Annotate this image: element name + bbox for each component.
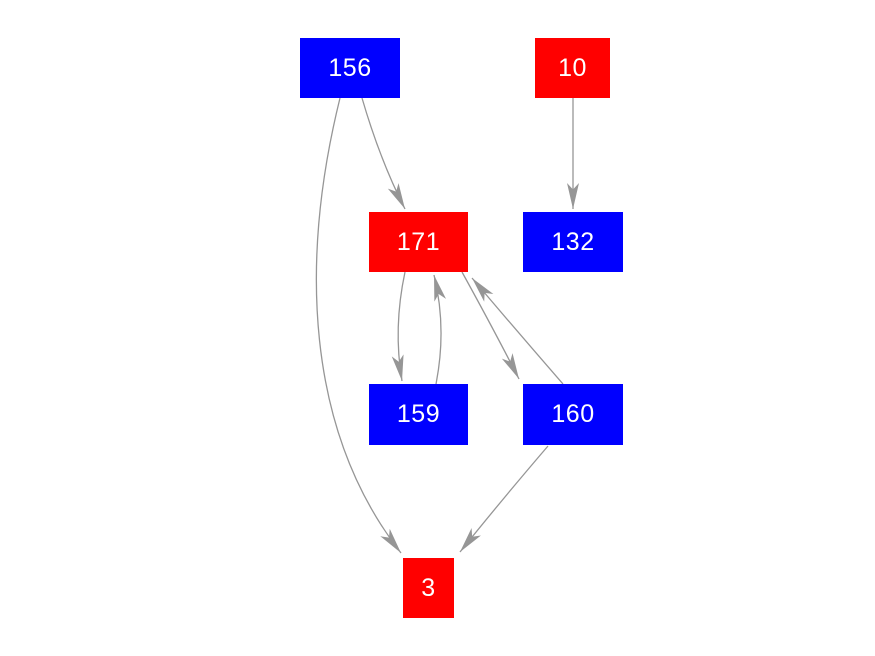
node-label: 160 — [551, 400, 595, 428]
edge-160-3 — [459, 445, 549, 553]
node-label: 159 — [396, 400, 441, 428]
node-132[interactable]: 132 — [523, 212, 623, 272]
node-label: 171 — [396, 227, 441, 256]
edge-171-160 — [461, 271, 520, 380]
node-label: 132 — [551, 227, 595, 256]
node-10[interactable]: 10 — [535, 38, 610, 98]
edge-159-171 — [433, 274, 447, 385]
node-label: 10 — [558, 53, 587, 82]
node-171[interactable]: 171 — [369, 212, 468, 272]
edge-group — [315, 97, 579, 554]
edge-156-171 — [361, 97, 406, 210]
edge-171-159 — [391, 271, 406, 382]
node-label: 3 — [421, 573, 436, 602]
node-159[interactable]: 159 — [369, 384, 468, 445]
node-156[interactable]: 156 — [300, 38, 400, 98]
node-3[interactable]: 3 — [403, 558, 454, 618]
node-160[interactable]: 160 — [523, 384, 623, 445]
edge-160-171 — [471, 277, 564, 385]
node-label: 156 — [328, 53, 372, 82]
edge-156-3 — [315, 97, 402, 554]
